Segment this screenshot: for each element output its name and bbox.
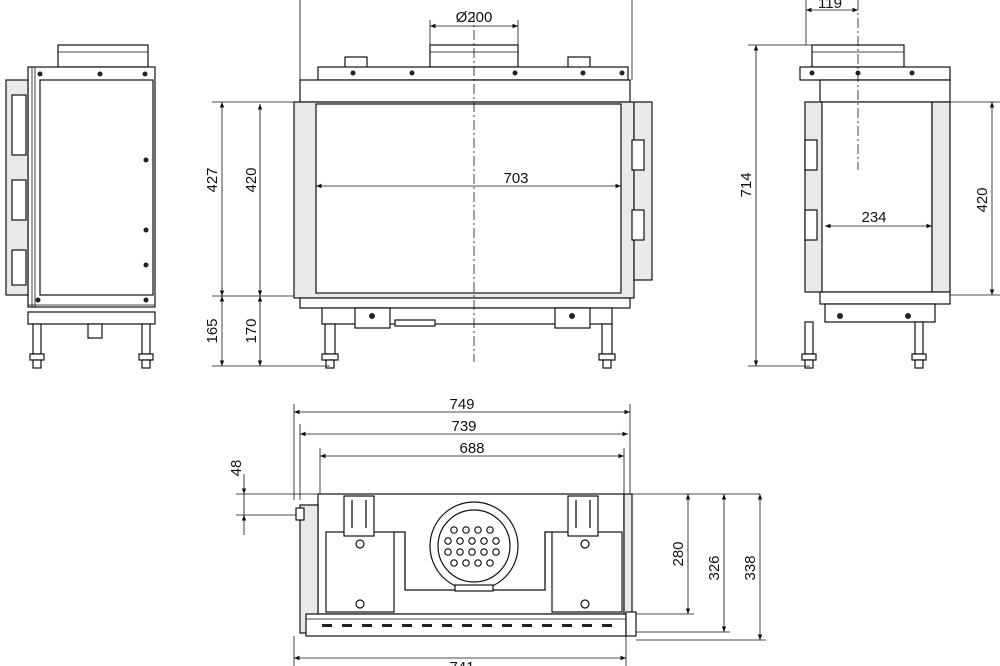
dim-front-base-inner: 170 bbox=[243, 318, 260, 343]
dim-side-offset-top: 119 bbox=[818, 0, 842, 12]
dim-top-depth-2: 326 bbox=[706, 555, 723, 580]
dim-side-total-height: 714 bbox=[738, 172, 755, 197]
front-view: Ø200 703 427 420 165 170 bbox=[204, 0, 653, 369]
dim-front-height-inner: 420 bbox=[243, 167, 260, 192]
dim-top-bottom-width: 741 bbox=[449, 659, 474, 666]
right-side-view: 119 714 420 234 bbox=[738, 0, 1000, 369]
front-rail-slots bbox=[322, 624, 612, 627]
dim-top-width-2: 739 bbox=[451, 418, 476, 435]
dim-flue-diameter: Ø200 bbox=[456, 9, 493, 26]
dim-top-width-1: 749 bbox=[449, 396, 474, 413]
dim-top-offset: 48 bbox=[228, 460, 245, 477]
dim-front-base-outer: 165 bbox=[204, 318, 221, 343]
flue-holes bbox=[444, 526, 500, 567]
dim-front-height-outer: 427 bbox=[204, 167, 221, 192]
dim-top-width-3: 688 bbox=[459, 440, 484, 457]
dim-top-depth-3: 338 bbox=[742, 555, 759, 580]
dim-top-depth-1: 280 bbox=[670, 541, 687, 566]
dim-front-glass-width: 703 bbox=[503, 170, 528, 187]
left-side-view bbox=[5, 44, 156, 369]
top-view: 749 739 688 48 bbox=[228, 396, 766, 666]
dim-side-glass-width: 234 bbox=[861, 209, 886, 226]
dim-side-glass-height: 420 bbox=[974, 187, 991, 212]
